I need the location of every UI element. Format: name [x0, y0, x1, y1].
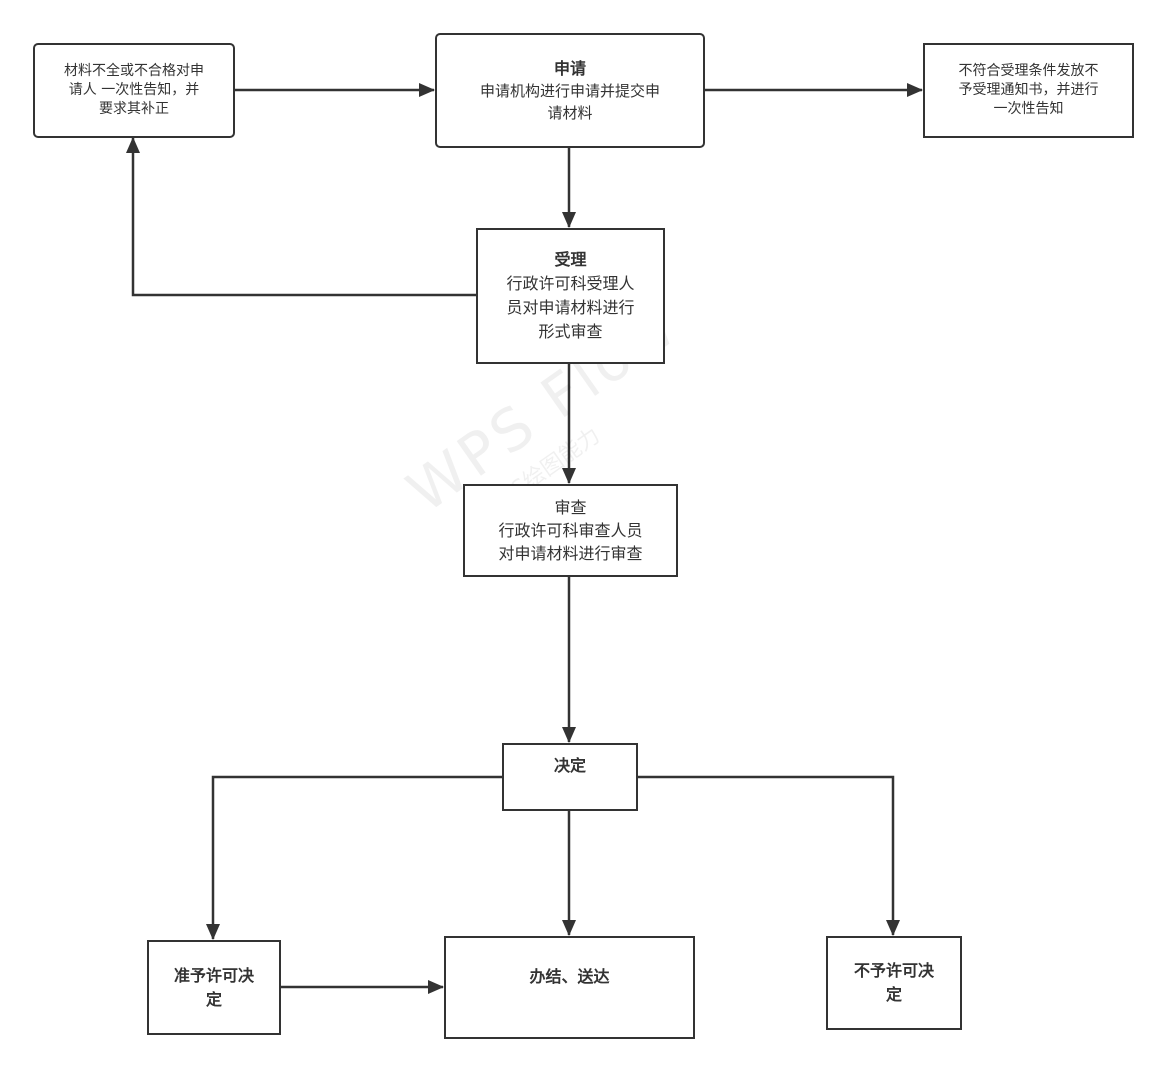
node-accept-text: 行政许可科受理人 员对申请材料进行 形式审查	[506, 274, 635, 341]
node-deliver-text: 办结、送达	[529, 967, 610, 986]
node-apply-title: 申请	[553, 58, 586, 78]
node-reject-accept-text: 不符合受理条件发放不 予受理通知书，并进行 一次性告知	[958, 63, 1099, 117]
node-grant[interactable]: 准予许可决 定	[147, 940, 281, 1035]
edge-decide-to-grant	[206, 775, 502, 940]
node-decide[interactable]: 决定	[502, 743, 638, 811]
node-supplement-text: 材料不全或不合格对申 请人 一次性告知，并 要求其补正	[64, 63, 204, 117]
node-deny[interactable]: 不予许可决 定	[826, 936, 962, 1030]
node-deny-text: 不予许可决 定	[853, 961, 934, 1004]
edge-decide-to-deny	[637, 775, 900, 936]
node-supplement[interactable]: 材料不全或不合格对申 请人 一次性告知，并 要求其补正	[33, 43, 235, 138]
node-reject-accept[interactable]: 不符合受理条件发放不 予受理通知书，并进行 一次性告知	[923, 43, 1134, 138]
node-deliver[interactable]: 办结、送达	[444, 936, 695, 1039]
node-accept-title: 受理	[554, 250, 587, 269]
node-apply-text: 申请机构进行申请并提交申 请材料	[479, 81, 660, 122]
edge-accept-to-supplement	[126, 137, 476, 297]
node-review[interactable]: 审查 行政许可科审查人员 对申请材料进行审查	[463, 484, 678, 577]
node-grant-text: 准予许可决 定	[173, 965, 254, 1009]
node-decide-text: 决定	[553, 756, 586, 775]
node-review-text: 审查 行政许可科审查人员 对申请材料进行审查	[498, 498, 643, 563]
node-accept[interactable]: 受理 行政许可科受理人 员对申请材料进行 形式审查	[476, 228, 665, 364]
node-apply[interactable]: 申请 申请机构进行申请并提交申 请材料	[435, 33, 705, 148]
